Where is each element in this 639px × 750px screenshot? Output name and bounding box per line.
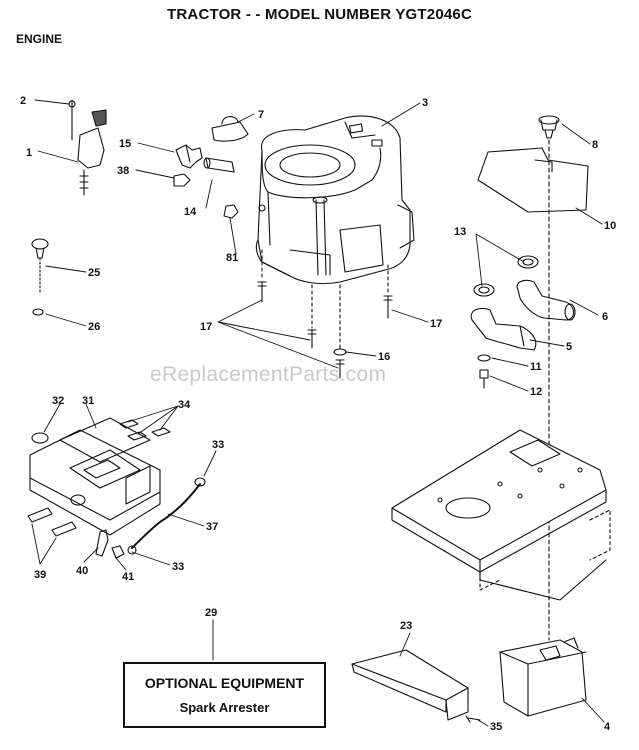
callout-26: 26 <box>88 321 100 333</box>
fuel-tube <box>203 157 235 173</box>
callout-12: 12 <box>530 386 542 398</box>
watermark: eReplacementParts.com <box>150 363 387 386</box>
callout-38: 38 <box>117 165 129 177</box>
elbow-fitting <box>175 144 203 169</box>
callout-17-left: 17 <box>200 321 212 333</box>
optional-equipment-title: OPTIONAL EQUIPMENT <box>144 675 305 691</box>
knob-part <box>31 238 49 293</box>
nut-part <box>173 173 191 187</box>
cap-part <box>538 115 560 139</box>
hose-clamp-33-top <box>194 477 206 487</box>
exhaust-gaskets <box>473 255 539 297</box>
arrester-bracket <box>351 649 469 721</box>
callout-14: 14 <box>184 206 197 218</box>
callout-41: 41 <box>122 571 134 583</box>
callout-16: 16 <box>378 351 390 363</box>
leader-lines <box>31 99 605 727</box>
throttle-control <box>68 99 107 196</box>
pads-39 <box>27 507 77 537</box>
screw-35 <box>465 715 481 723</box>
callout-10: 10 <box>604 220 616 232</box>
callout-33-top: 33 <box>212 439 224 451</box>
callout-17-right: 17 <box>430 318 442 330</box>
callout-1: 1 <box>26 147 32 159</box>
callout-33-bottom: 33 <box>172 561 184 573</box>
page-title: TRACTOR - - MODEL NUMBER YGT2046C <box>167 6 472 23</box>
section-label: ENGINE <box>16 32 63 46</box>
callout-3: 3 <box>422 97 428 109</box>
callout-13: 13 <box>454 226 466 238</box>
callout-37: 37 <box>206 521 218 533</box>
bolt-12 <box>479 369 489 389</box>
optional-equipment-subtitle: Spark Arrester <box>179 700 270 715</box>
tractor-frame <box>391 429 611 601</box>
air-cleaner-base <box>29 417 161 536</box>
muffler-part <box>499 637 587 717</box>
engine-block <box>255 115 415 285</box>
bolt-guides <box>261 249 389 351</box>
callout-4: 4 <box>604 721 611 733</box>
callout-7: 7 <box>258 109 264 121</box>
hose-clamp-33-bottom <box>127 545 137 555</box>
nut-81-part <box>223 204 239 219</box>
callout-25: 25 <box>88 267 100 279</box>
exhaust-pipe-6 <box>516 279 576 321</box>
callout-31: 31 <box>82 395 94 407</box>
optional-equipment-box: OPTIONAL EQUIPMENT Spark Arrester <box>123 662 326 728</box>
clamp-part <box>211 116 249 142</box>
washer-26 <box>32 308 44 316</box>
cap-32 <box>31 432 49 444</box>
callout-11: 11 <box>530 361 542 373</box>
fitting-41 <box>111 545 125 559</box>
callout-35: 35 <box>490 721 502 733</box>
callout-15: 15 <box>119 138 131 150</box>
callout-8: 8 <box>592 139 598 151</box>
washer-11 <box>477 354 491 362</box>
callout-34: 34 <box>178 399 191 411</box>
callout-5: 5 <box>566 341 572 353</box>
callout-81: 81 <box>226 252 238 264</box>
callout-2: 2 <box>20 95 26 107</box>
callout-39: 39 <box>34 569 46 581</box>
callout-6: 6 <box>602 311 608 323</box>
callout-23: 23 <box>400 620 412 632</box>
heat-shield-slot <box>534 159 553 173</box>
exhaust-pipe-5 <box>470 307 537 351</box>
callout-40: 40 <box>76 565 88 577</box>
washer-16 <box>333 348 347 356</box>
callout-29: 29 <box>205 607 217 619</box>
bolts-17 <box>257 281 393 379</box>
fitting-40 <box>95 529 109 557</box>
breather-hose <box>131 483 201 549</box>
callout-32: 32 <box>52 395 64 407</box>
heat-shield-plate <box>477 147 589 213</box>
